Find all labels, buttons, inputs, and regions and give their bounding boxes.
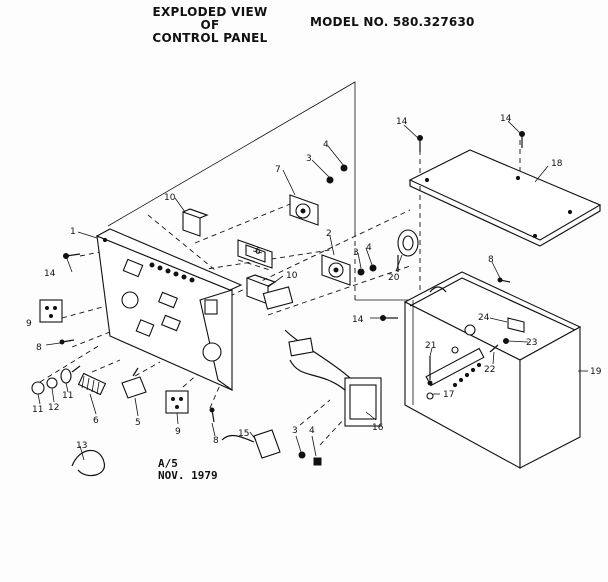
- title-line-3: CONTROL PANEL: [152, 31, 268, 45]
- callout-18: 18: [551, 159, 563, 169]
- callout-14-c: 14: [44, 269, 56, 279]
- cord-13: [71, 449, 105, 477]
- screws-8: [59, 277, 511, 423]
- callout-15: 15: [238, 429, 249, 439]
- callout-8-box: 8: [488, 255, 494, 265]
- callout-4-low: 4: [309, 426, 315, 436]
- callout-17: 17: [443, 390, 454, 400]
- callout-10-upper: 10: [164, 193, 176, 203]
- callout-11-b: 11: [62, 391, 73, 401]
- model-number: MODEL NO. 580.327630: [310, 15, 475, 29]
- receptacle-9-lower: [165, 390, 189, 414]
- callout-22: 22: [484, 365, 495, 375]
- callout-10-lower: 10: [286, 271, 298, 281]
- callout-14-d: 14: [352, 315, 364, 325]
- callout-2: 2: [326, 229, 332, 239]
- receptacle-9-left: [39, 299, 63, 323]
- callout-8-low: 8: [213, 436, 219, 446]
- callout-24: 24: [478, 313, 490, 323]
- callout-23: 23: [526, 338, 537, 348]
- bracket-10-upper: [182, 208, 209, 237]
- callout-13: 13: [76, 441, 87, 451]
- callout-6-strip: 6: [93, 416, 99, 426]
- callout-4-mid: 4: [366, 243, 372, 253]
- callout-7: 7: [275, 165, 281, 175]
- hardware-21-22-23-17: [426, 338, 509, 400]
- callout-9-low: 9: [175, 427, 181, 437]
- footer-date: NOV. 1979: [158, 469, 218, 482]
- control-panel-plate: [95, 228, 243, 392]
- callout-19: 19: [590, 367, 602, 377]
- callout-4-top: 4: [323, 140, 329, 150]
- callout-8-left: 8: [36, 343, 42, 353]
- bracket-15: [221, 429, 281, 459]
- callout-21: 21: [425, 341, 436, 351]
- callout-12: 12: [48, 403, 59, 413]
- terminal-24: [507, 317, 525, 333]
- nuts-and-washers: [298, 164, 377, 466]
- callout-14-a: 14: [396, 117, 408, 127]
- receptacle-2: [321, 254, 351, 286]
- circuit-breaker-20: [397, 229, 419, 272]
- callout-9-left: 9: [26, 319, 32, 329]
- pilot-light-11-12: [31, 365, 81, 395]
- gasket-6: [237, 239, 273, 269]
- cover-plate-18: [408, 149, 602, 247]
- callout-16: 16: [372, 423, 384, 433]
- callout-6-gasket: 6: [255, 247, 261, 257]
- title-line-2: OF: [200, 18, 220, 32]
- callout-5: 5: [135, 418, 141, 428]
- receptacle-7: [289, 194, 319, 226]
- title-line-1: EXPLODED VIEW: [152, 5, 268, 19]
- switch-5: [121, 367, 147, 399]
- callout-3-top: 3: [306, 154, 312, 164]
- callout-3-mid: 3: [353, 248, 359, 258]
- terminal-strip-6: [77, 372, 107, 396]
- callout-11-a: 11: [32, 405, 43, 415]
- leader-lines: [37, 120, 588, 461]
- callout-20: 20: [388, 273, 400, 283]
- callout-3-low: 3: [292, 426, 298, 436]
- footer-code: A/5: [158, 457, 178, 470]
- transformer-16: [262, 286, 382, 427]
- callout-1: 1: [70, 227, 76, 237]
- housing-box-19: [403, 271, 582, 469]
- callout-14-b: 14: [500, 114, 512, 124]
